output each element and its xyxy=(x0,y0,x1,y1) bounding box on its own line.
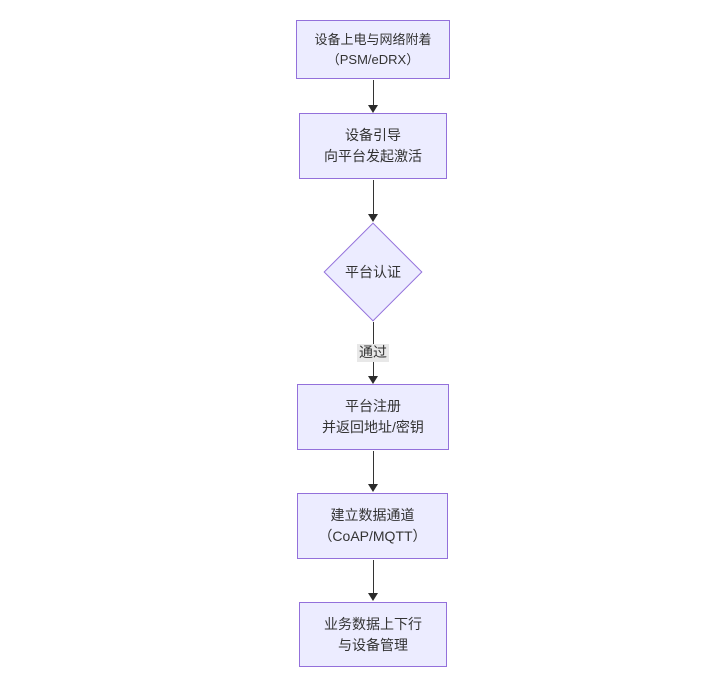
node-platform-register: 平台注册 并返回地址/密钥 xyxy=(297,384,449,450)
flow-arrow-e-f xyxy=(368,560,379,601)
flow-arrow-a-b xyxy=(368,80,379,113)
node-business-data: 业务数据上下行 与设备管理 xyxy=(299,602,447,667)
arrow-line xyxy=(373,80,374,107)
arrow-head-icon xyxy=(368,214,378,222)
node-label: 建立数据通道 （CoAP/MQTT） xyxy=(318,507,427,544)
flow-arrow-d-e xyxy=(368,451,379,492)
node-label: 平台认证 xyxy=(345,264,401,280)
node-data-channel: 建立数据通道 （CoAP/MQTT） xyxy=(297,493,448,559)
node-device-power-attach: 设备上电与网络附着 （PSM/eDRX） xyxy=(296,20,450,79)
node-label: 平台注册 并返回地址/密钥 xyxy=(322,398,424,435)
arrow-head-icon xyxy=(368,376,378,384)
edge-label-pass: 通过 xyxy=(357,344,389,362)
arrow-line xyxy=(373,451,374,486)
node-bootstrap-activate: 设备引导 向平台发起激活 xyxy=(299,113,447,179)
node-label: 设备上电与网络附着 （PSM/eDRX） xyxy=(314,32,432,67)
flow-arrow-b-c xyxy=(368,180,379,222)
arrow-head-icon xyxy=(368,593,378,601)
node-label: 业务数据上下行 与设备管理 xyxy=(324,615,422,653)
arrow-head-icon xyxy=(368,484,378,492)
node-platform-auth: 平台认证 xyxy=(323,222,423,322)
arrow-head-icon xyxy=(368,105,378,113)
node-label: 设备引导 向平台发起激活 xyxy=(324,127,422,164)
arrow-line xyxy=(373,180,374,216)
arrow-line xyxy=(373,560,374,595)
